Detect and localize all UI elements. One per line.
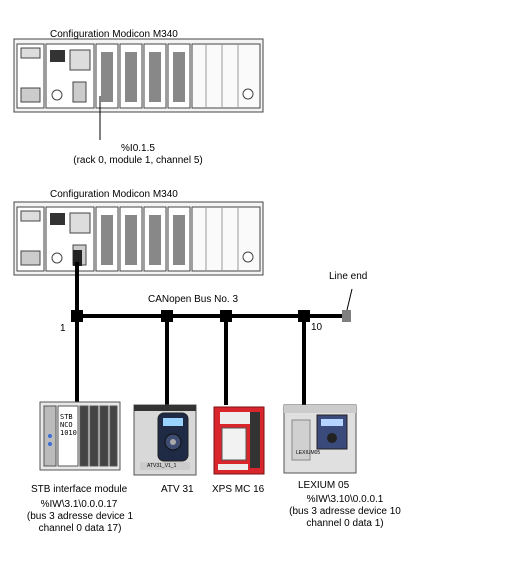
stb-module-text-3: 1010 [60,429,77,437]
stb-note-2: channel 0 data 17) [38,523,122,534]
atv31-device [133,404,197,476]
line-end-terminator [342,310,351,322]
empty-slots [191,43,261,109]
plc-rack-bottom [13,201,264,276]
line-end-label: Line end [329,271,368,282]
io-module-2-3 [143,206,167,272]
stb-module-text-1: STB [60,413,73,421]
io-module-3 [143,43,167,109]
bus-tap-2 [161,310,173,322]
atv31-panel-text: ATV31_V1_1 [147,463,177,469]
stb-island-device [39,401,121,471]
line-end-pointer [346,288,353,311]
cpu-module-2 [45,206,95,272]
lexium-panel-text: LEXIUM05 [296,450,321,456]
config-top-address-note: (rack 0, module 1, channel 5) [73,155,203,166]
power-supply-module [16,43,45,109]
lexium-note-2: channel 0 data 1) [306,518,384,529]
config-top-title: Configuration Modicon M340 [50,29,178,40]
lexium-address: %IW\3.10\0.0.0.1 [306,494,384,505]
stb-address: %IW\3.1\0.0.0.17 [40,499,118,510]
xps-mc16-device [213,406,265,475]
io-module-2 [119,43,143,109]
config-bottom-title: Configuration Modicon M340 [50,189,178,200]
io-module-1 [95,43,119,109]
plc-rack-top [13,38,264,113]
canopen-port [73,250,82,266]
stb-module-text-2: NCO [60,421,73,429]
bus-tap-10 [298,310,310,322]
stb-note-1: (bus 3 adresse device 1 [26,511,134,522]
lexium-name: LEXIUM 05 [298,480,350,491]
bus-tap-3 [220,310,232,322]
bus-label: CANopen Bus No. 3 [148,294,239,305]
power-supply-module-2 [16,206,45,272]
io-module-4 [167,43,191,109]
lexium05-device [283,404,357,474]
empty-slots-2 [191,206,261,272]
lexium-note-1: (bus 3 adresse device 10 [289,506,401,517]
xps-name: XPS MC 16 [212,484,265,495]
io-module-2-2 [119,206,143,272]
bus-tap-1 [71,310,83,322]
cpu-module [45,43,95,109]
atv31-name: ATV 31 [161,484,194,495]
bus-node-first: 1 [60,323,66,334]
canopen-bus [71,262,353,405]
io-module-2-4 [167,206,191,272]
io-module-2-1 [95,206,119,272]
config-top-address: %I0.1.5 [121,143,155,154]
bus-node-last: 10 [311,322,323,333]
stb-name: STB interface module [31,484,128,495]
